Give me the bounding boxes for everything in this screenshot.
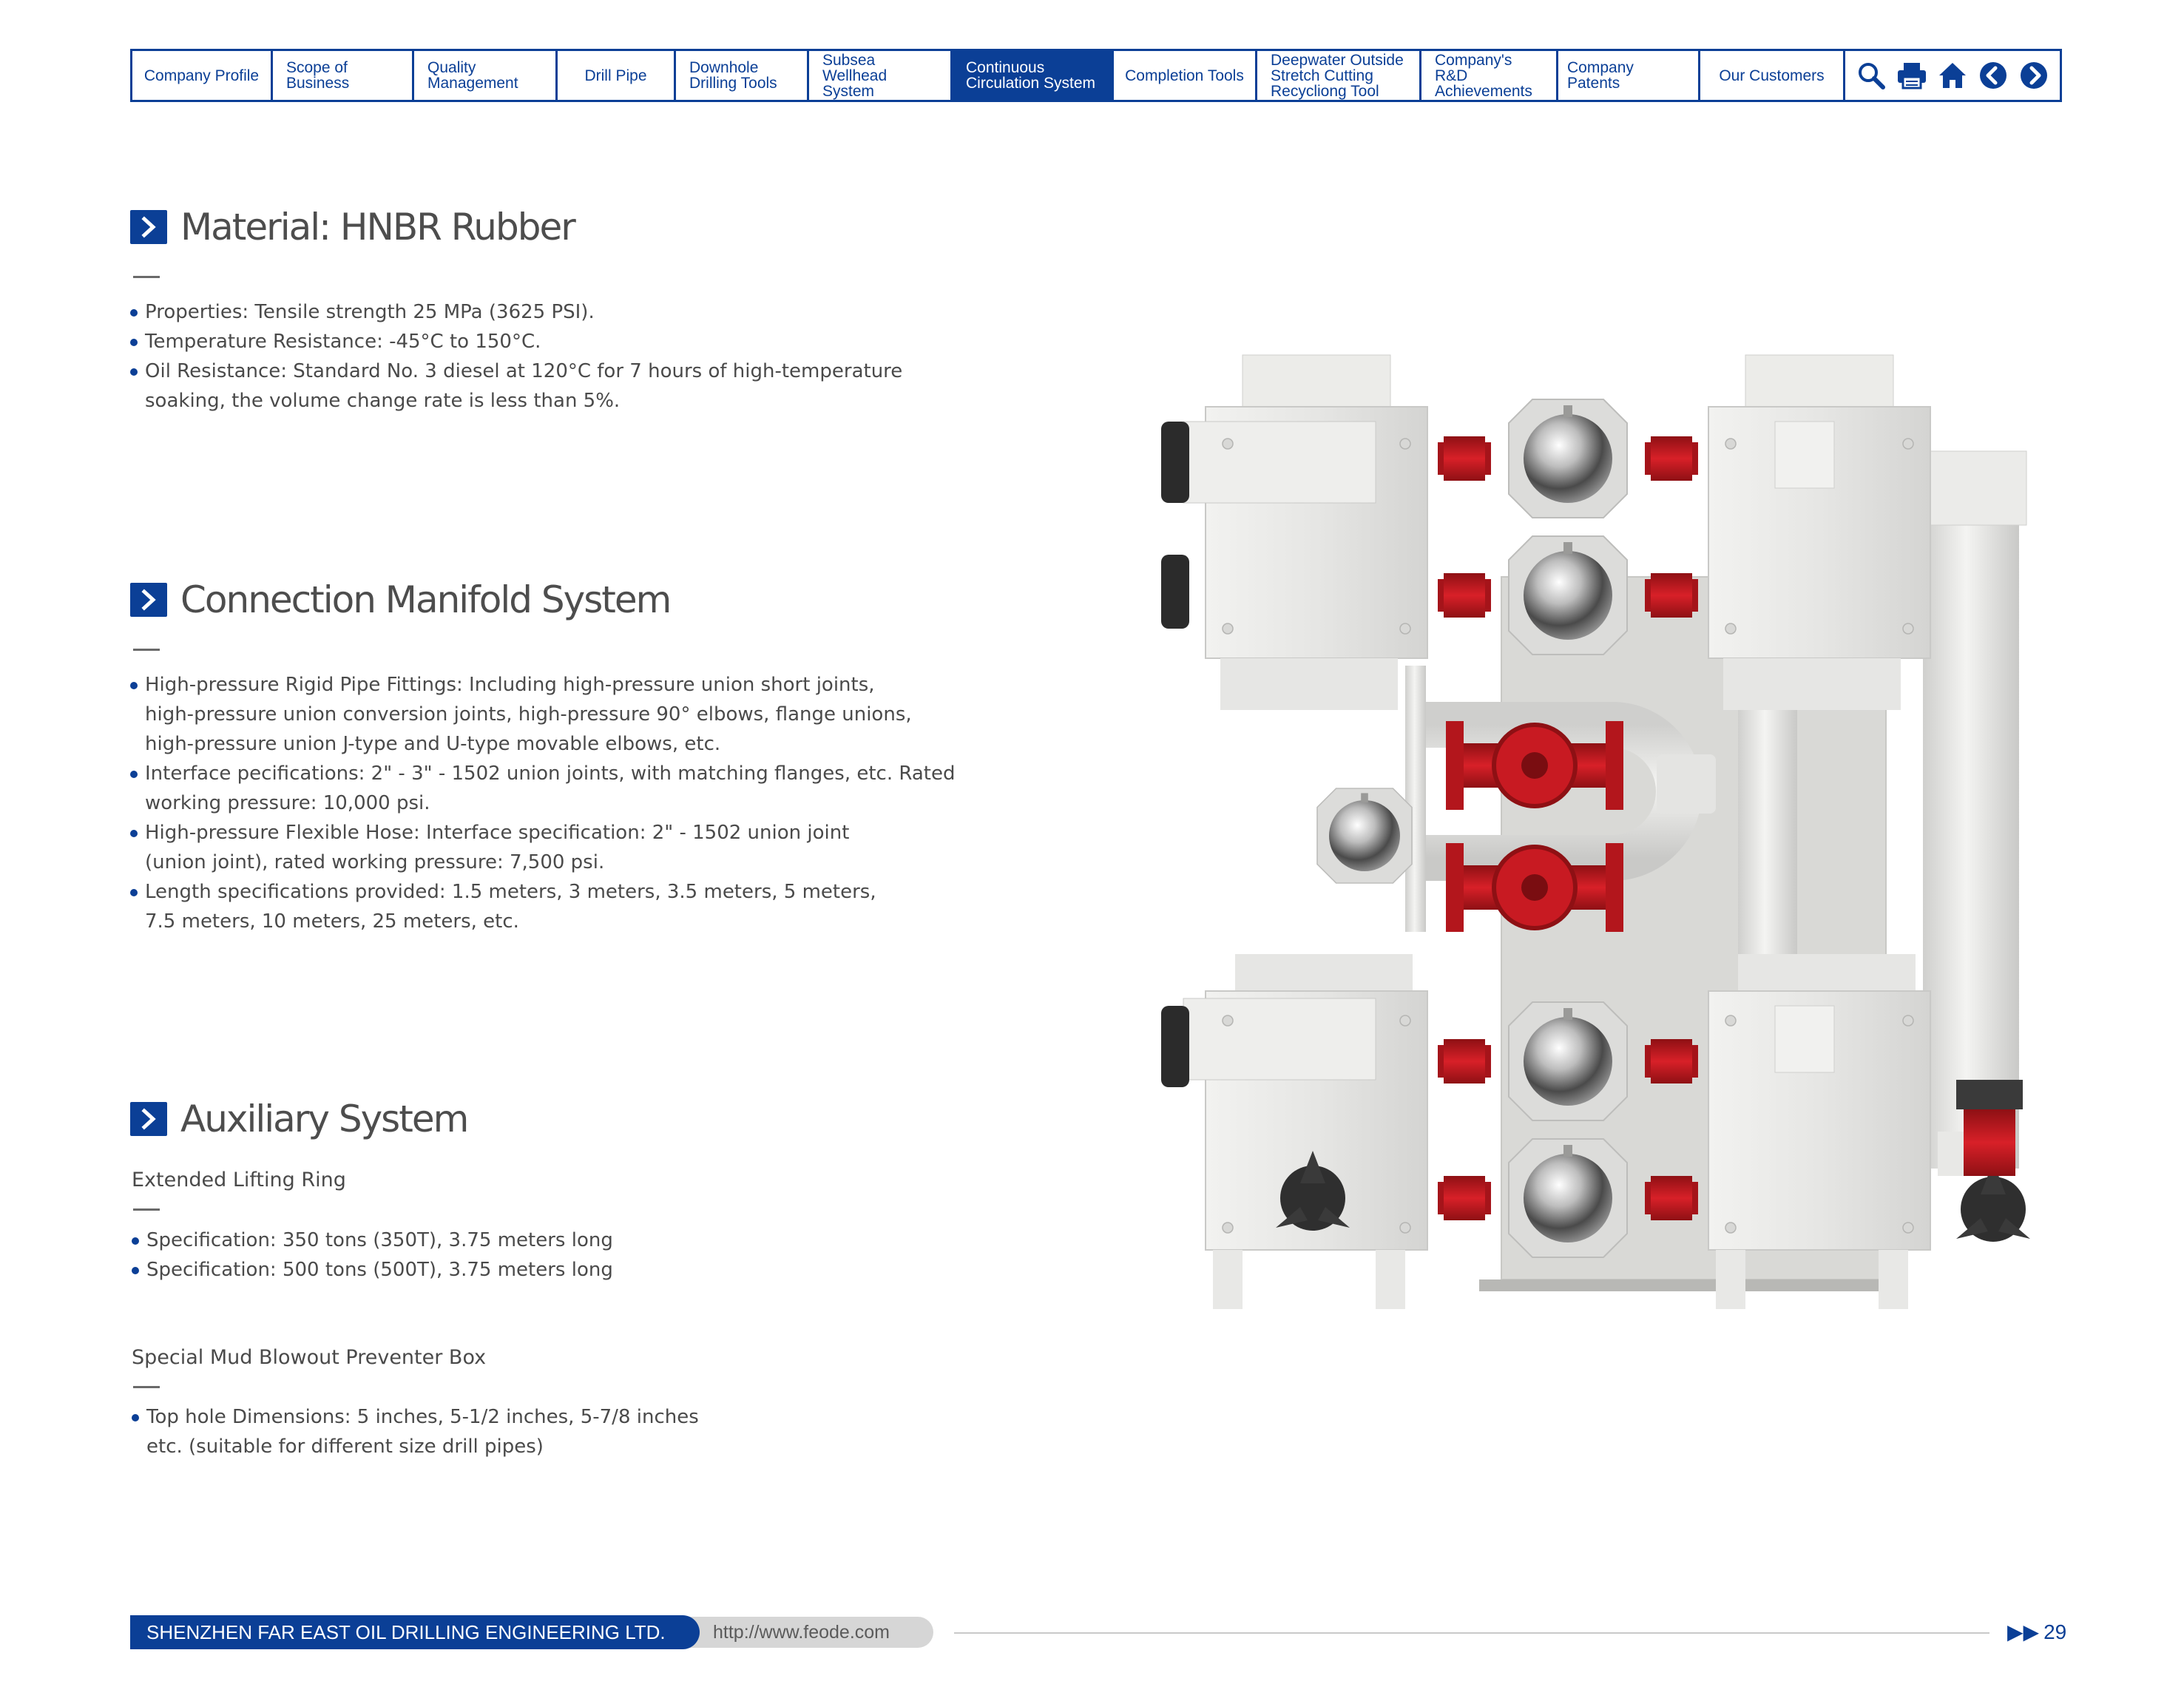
manifold-title: Connection Manifold System xyxy=(180,578,672,621)
nav-our-customers[interactable]: Our Customers xyxy=(1700,51,1845,100)
list-item: Specification: 350 tons (350T), 3.75 met… xyxy=(132,1225,613,1255)
nav-tool-group xyxy=(1845,51,2060,100)
list-item: Oil Resistance: Standard No. 3 diesel at… xyxy=(130,356,902,416)
list-item: Temperature Resistance: -45°C to 150°C. xyxy=(130,327,902,356)
nav-label: Our Customers xyxy=(1719,67,1825,84)
list-item: Specification: 500 tons (500T), 3.75 met… xyxy=(132,1255,613,1285)
nav-label: Subsea Wellhead System xyxy=(822,51,888,100)
nav-subsea-wellhead-system[interactable]: Subsea Wellhead System xyxy=(809,51,953,100)
bop-box-heading: Special Mud Blowout Preventer Box xyxy=(132,1346,487,1369)
nav-label: Completion Tools xyxy=(1125,67,1244,84)
nav-rd-achievements[interactable]: Company's R&D Achievements xyxy=(1421,51,1558,100)
nav-label: Company Profile xyxy=(143,67,260,84)
page-number: 29 xyxy=(2043,1620,2067,1643)
chevron-right-icon xyxy=(130,210,167,244)
nav-drill-pipe[interactable]: Drill Pipe xyxy=(558,51,676,100)
nav-label: Drill Pipe xyxy=(584,67,647,84)
nav-completion-tools[interactable]: Completion Tools xyxy=(1114,51,1257,100)
material-title: Material: HNBR Rubber xyxy=(180,206,576,248)
footer-website-link[interactable]: http://www.feode.com xyxy=(680,1617,933,1648)
top-navigation: Company Profile Scope of Business Qualit… xyxy=(130,49,2062,102)
divider xyxy=(133,276,160,278)
list-item: Top hole Dimensions: 5 inches, 5-1/2 inc… xyxy=(132,1402,699,1461)
manifold-section-header: Connection Manifold System xyxy=(130,578,672,621)
nav-label: Scope of Business xyxy=(286,59,350,92)
auxiliary-title: Auxiliary System xyxy=(180,1098,469,1140)
nav-scope-of-business[interactable]: Scope of Business xyxy=(273,51,414,100)
list-item: High-pressure Flexible Hose: Interface s… xyxy=(130,818,955,877)
list-item: High-pressure Rigid Pipe Fittings: Inclu… xyxy=(130,670,955,759)
nav-label: Company's R&D Achievements xyxy=(1435,51,1532,100)
nav-label: Deepwater Outside Stretch Cutting Recycl… xyxy=(1271,51,1404,100)
nav-downhole-drilling-tools[interactable]: Downhole Drilling Tools xyxy=(676,51,809,100)
nav-company-patents[interactable]: Company Patents xyxy=(1558,51,1700,100)
nav-label: Company Patents xyxy=(1567,59,1634,92)
lifting-ring-bullet-list: Specification: 350 tons (350T), 3.75 met… xyxy=(132,1225,613,1285)
list-item: Length specifications provided: 1.5 mete… xyxy=(130,877,955,936)
nav-label: Continuous Circulation System xyxy=(966,59,1096,92)
list-item: Properties: Tensile strength 25 MPa (362… xyxy=(130,297,902,327)
chevron-right-icon xyxy=(130,583,167,617)
page-number-indicator: ▶▶ 29 xyxy=(2007,1620,2066,1644)
nav-quality-management[interactable]: Quality Management xyxy=(414,51,558,100)
footer-divider xyxy=(954,1632,1989,1634)
chevron-right-icon xyxy=(130,1102,167,1136)
continuous-circulation-manifold-image xyxy=(1161,354,2030,1309)
divider xyxy=(133,1208,160,1211)
auxiliary-section-header: Auxiliary System xyxy=(130,1098,469,1140)
nav-label: Quality Management xyxy=(427,59,518,92)
lifting-ring-heading: Extended Lifting Ring xyxy=(132,1169,346,1191)
nav-deepwater-cutting-tool[interactable]: Deepwater Outside Stretch Cutting Recycl… xyxy=(1257,51,1421,100)
home-icon[interactable] xyxy=(1936,59,1969,92)
divider xyxy=(133,649,160,651)
bop-box-bullet-list: Top hole Dimensions: 5 inches, 5-1/2 inc… xyxy=(132,1402,699,1461)
nav-continuous-circulation-system[interactable]: Continuous Circulation System xyxy=(953,51,1114,100)
print-icon[interactable] xyxy=(1896,59,1928,92)
double-arrow-icon: ▶▶ xyxy=(2007,1620,2040,1643)
material-bullet-list: Properties: Tensile strength 25 MPa (362… xyxy=(130,297,902,416)
divider xyxy=(133,1386,160,1388)
manifold-bullet-list: High-pressure Rigid Pipe Fittings: Inclu… xyxy=(130,670,955,936)
material-section-header: Material: HNBR Rubber xyxy=(130,206,576,248)
nav-company-profile[interactable]: Company Profile xyxy=(132,51,273,100)
search-icon[interactable] xyxy=(1855,59,1887,92)
previous-icon[interactable] xyxy=(1977,59,2009,92)
nav-label: Downhole Drilling Tools xyxy=(689,59,777,92)
list-item: Interface pecifications: 2" - 3" - 1502 … xyxy=(130,759,955,818)
footer-company-name: SHENZHEN FAR EAST OIL DRILLING ENGINEERI… xyxy=(130,1615,700,1649)
next-icon[interactable] xyxy=(2018,59,2050,92)
